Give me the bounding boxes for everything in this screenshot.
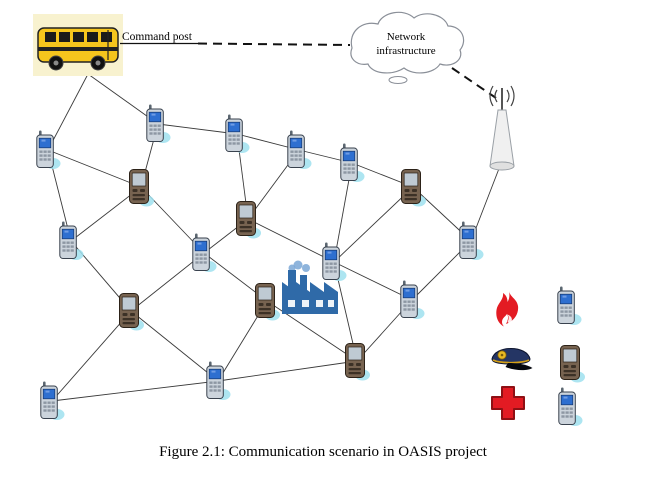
phone-node	[36, 130, 61, 170]
network-links	[47, 73, 501, 402]
dashed-link-cloud-antenna	[451, 67, 497, 99]
network-link	[47, 149, 142, 188]
cloud-label-line1: Network	[387, 31, 426, 43]
phone-node	[59, 221, 84, 261]
phone-node	[287, 130, 312, 170]
phone-node	[146, 104, 171, 144]
legend-pda-icon	[560, 345, 586, 383]
legend-phone-icon	[557, 286, 582, 326]
network-link	[130, 310, 219, 382]
network-link	[51, 380, 219, 402]
network-link	[333, 261, 413, 301]
mobile-nodes	[36, 104, 484, 421]
antenna-icon	[489, 85, 515, 171]
legend-phone-icon	[558, 387, 583, 427]
fire-icon	[496, 291, 519, 327]
network-cloud-icon: Network infrastructure	[350, 11, 465, 84]
command-post-bus-icon	[33, 14, 123, 76]
network-link	[51, 310, 132, 402]
factory-icon	[282, 260, 338, 314]
cloud-label-line2: infrastructure	[376, 45, 435, 57]
command-post-label: Command post	[122, 31, 193, 43]
pda-node	[345, 343, 371, 381]
phone-node	[322, 242, 347, 282]
red-cross-icon	[491, 386, 525, 420]
phone-node	[400, 280, 425, 320]
network-link	[333, 186, 414, 263]
pda-node	[255, 283, 281, 321]
figure-caption: Figure 2.1: Communication scenario in OA…	[159, 444, 487, 460]
diagram-canvas: Command post Network infrastructure	[33, 11, 586, 427]
dashed-link-commandpost-cloud	[197, 42, 351, 46]
network-link	[157, 123, 238, 135]
network-link	[130, 252, 205, 312]
phone-node	[192, 233, 217, 273]
pda-node	[129, 169, 155, 207]
phone-node	[459, 221, 484, 261]
legend	[491, 286, 586, 427]
pda-node	[119, 293, 145, 331]
police-cap-icon	[491, 347, 534, 371]
phone-node	[340, 143, 365, 183]
network-link	[247, 218, 335, 263]
phone-node	[225, 114, 250, 154]
network-link	[47, 73, 89, 151]
network-link	[217, 360, 358, 382]
phone-node	[206, 361, 231, 401]
pda-node	[401, 169, 427, 207]
phone-node	[40, 381, 65, 421]
